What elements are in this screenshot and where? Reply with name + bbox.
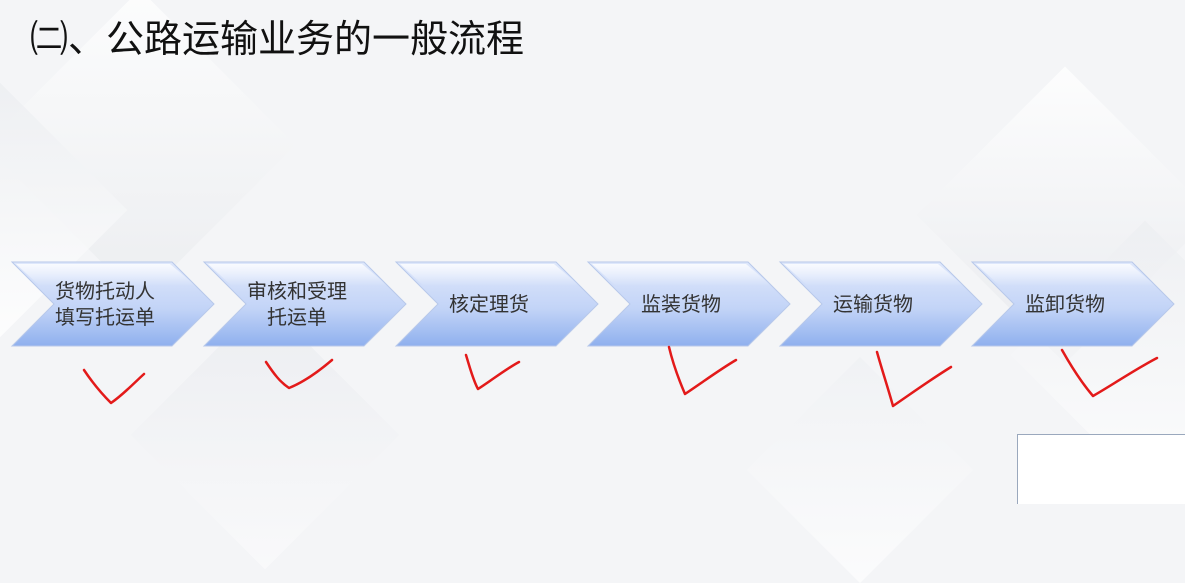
page-title: ㈡、公路运输业务的一般流程 [30,17,525,61]
checkmark-icon [264,358,334,390]
chevron-step-1 [10,261,215,347]
chevron-step-6 [970,261,1175,347]
checkmark-icon [464,353,521,391]
flow-step-label: 审核和受理 托运单 [247,279,347,329]
chevron-step-3 [394,261,599,347]
flow-step-label: 监卸货物 [1025,292,1105,316]
flow-step-label: 货物托动人 填写托运单 [55,279,155,329]
flow-step-label: 核定理货 [449,292,529,316]
chevron-step-4 [586,261,791,347]
checkmark-icon [82,368,146,405]
flow-step-label: 运输货物 [833,292,913,316]
chevron-step-5 [778,261,983,347]
partial-frame [1017,434,1185,504]
chevron-step-2 [202,261,407,347]
process-flow: 货物托动人 填写托运单 审核和受理 托运单 核定理货 监装货物 运输货物 监卸货… [10,261,1175,408]
flow-step-label: 监装货物 [641,292,721,316]
checkmark-icon [875,350,953,408]
process-flow-shapes [10,261,1175,408]
checkmark-icon [667,345,738,396]
checkmark-icon [1060,348,1159,398]
